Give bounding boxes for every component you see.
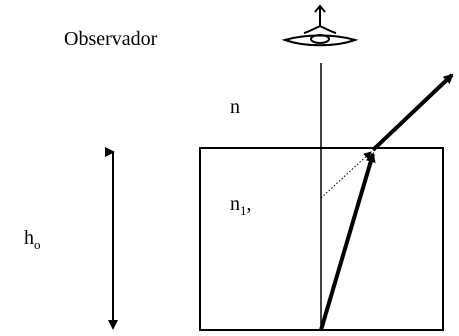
ray-outside-block (371, 73, 454, 152)
ray-inside-block (319, 152, 376, 331)
eye-icon (281, 4, 359, 47)
medium-outside-label: n (230, 96, 240, 118)
height-label: ho (24, 227, 41, 252)
observer-label: Observador (64, 28, 158, 50)
apparent-ray-extension (320, 151, 372, 199)
medium-inside-label: n1, (230, 193, 252, 218)
